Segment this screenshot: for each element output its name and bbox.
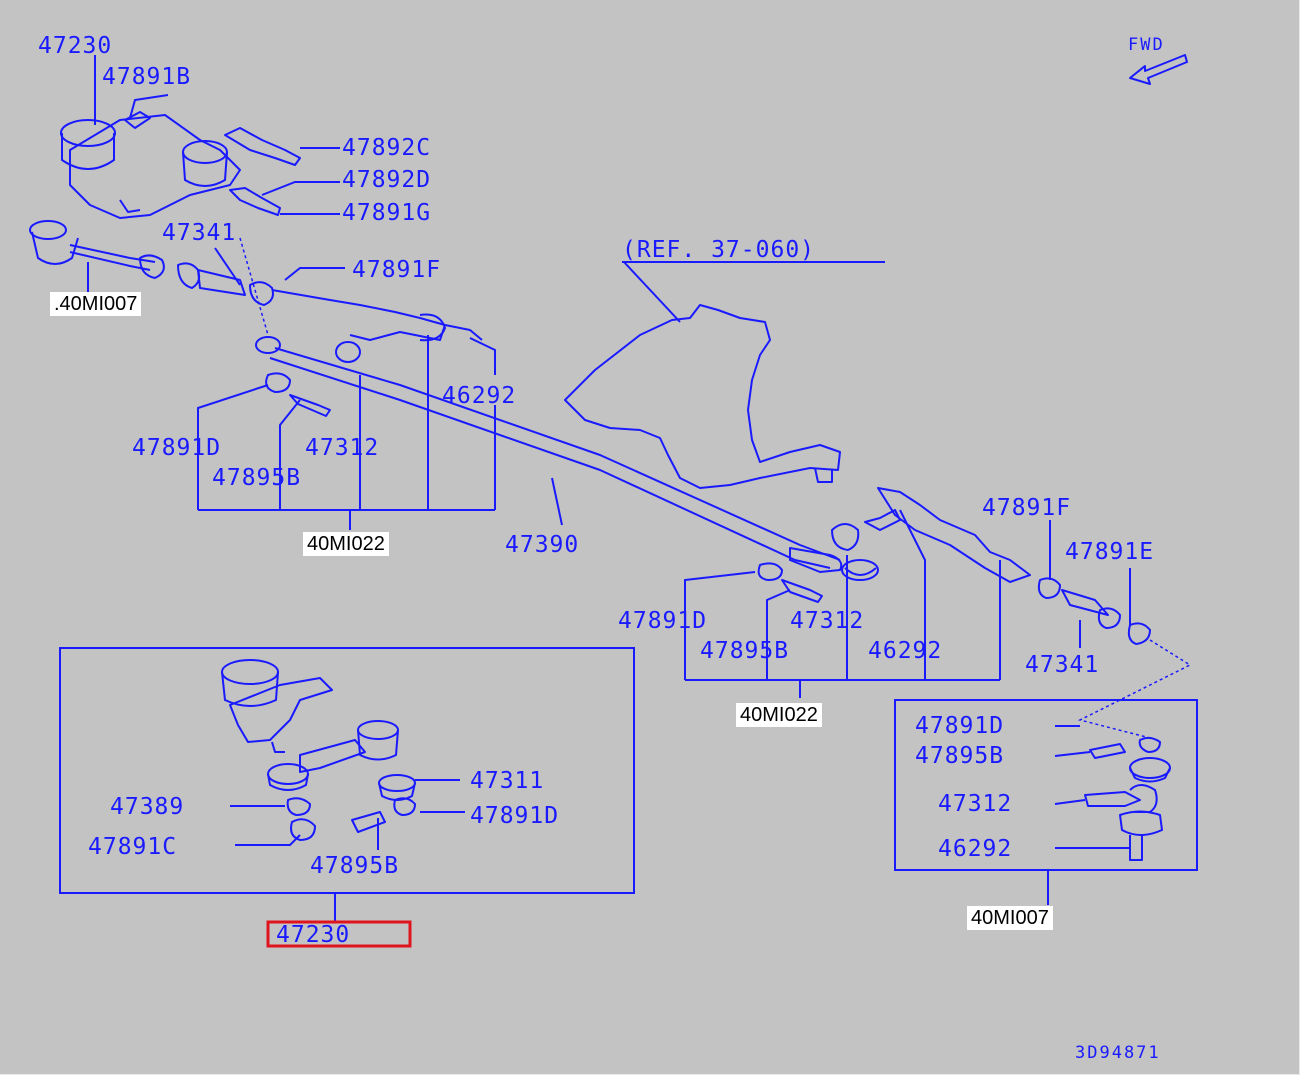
part-47891E[interactable]: 47891E xyxy=(1065,539,1154,565)
box-40MI007-right xyxy=(894,699,1198,905)
reference-label: (REF. 37-060) xyxy=(622,237,815,263)
dashed-leader-1 xyxy=(239,237,269,336)
part-47895B-box[interactable]: 47895B xyxy=(915,743,1004,769)
drawing-code: 3D94871 xyxy=(1075,1043,1161,1063)
fwd-arrow-icon xyxy=(1129,54,1188,85)
part-47311-inset[interactable]: 47311 xyxy=(470,768,544,794)
bracket-40MI022-left xyxy=(197,335,496,530)
idler-arm-assembly xyxy=(60,111,301,219)
part-47891F-right[interactable]: 47891F xyxy=(982,495,1071,521)
group-tag-40MI022-left[interactable]: 40MI022 xyxy=(303,532,389,556)
part-47891D-inset[interactable]: 47891D xyxy=(470,803,559,829)
part-47230-top[interactable]: 47230 xyxy=(38,33,112,59)
part-47891D-mid[interactable]: 47891D xyxy=(618,608,707,634)
group-tag-40MI007-top[interactable]: .40MI007 xyxy=(50,292,142,316)
part-47312-left[interactable]: 47312 xyxy=(305,435,379,461)
right-tie-rod-assembly xyxy=(757,487,1151,645)
part-47891G[interactable]: 47891G xyxy=(342,200,431,226)
part-47895B-inset[interactable]: 47895B xyxy=(310,853,399,879)
fwd-label: FWD xyxy=(1128,35,1165,55)
part-47390[interactable]: 47390 xyxy=(505,532,579,558)
part-47230-inset[interactable]: 47230 xyxy=(276,922,350,948)
leader-lines-top xyxy=(87,55,563,526)
reference-leader xyxy=(623,261,681,323)
part-47895B-left[interactable]: 47895B xyxy=(212,465,301,491)
leader-lines-right xyxy=(1049,520,1131,648)
part-47895B-mid[interactable]: 47895B xyxy=(700,638,789,664)
selected-part-highlight[interactable] xyxy=(266,920,412,948)
part-47312-mid[interactable]: 47312 xyxy=(790,608,864,634)
bracket-40MI022-mid xyxy=(684,509,1001,698)
part-47341-right[interactable]: 47341 xyxy=(1025,652,1099,678)
part-47892C[interactable]: 47892C xyxy=(342,135,431,161)
dashed-leader-2 xyxy=(1077,639,1192,739)
group-tag-40MI022-mid[interactable]: 40MI022 xyxy=(736,703,822,727)
part-47891B[interactable]: 47891B xyxy=(102,64,191,90)
part-47891C-inset[interactable]: 47891C xyxy=(88,834,177,860)
part-47892D[interactable]: 47892D xyxy=(342,167,431,193)
part-47891D-box[interactable]: 47891D xyxy=(915,713,1004,739)
part-47891D-left[interactable]: 47891D xyxy=(132,435,221,461)
part-47389-inset[interactable]: 47389 xyxy=(110,794,184,820)
center-link xyxy=(255,336,843,573)
part-47891F-left[interactable]: 47891F xyxy=(352,257,441,283)
steering-gearbox-outline xyxy=(564,304,841,489)
part-46292-box[interactable]: 46292 xyxy=(938,836,1012,862)
inset-box-47230 xyxy=(59,647,635,922)
part-46292-left[interactable]: 46292 xyxy=(442,383,516,409)
part-46292-mid[interactable]: 46292 xyxy=(868,638,942,664)
left-tie-rod-end xyxy=(29,220,483,363)
part-47312-box[interactable]: 47312 xyxy=(938,791,1012,817)
group-tag-40MI007-right[interactable]: 40MI007 xyxy=(967,906,1053,930)
part-47341-left[interactable]: 47341 xyxy=(162,220,236,246)
